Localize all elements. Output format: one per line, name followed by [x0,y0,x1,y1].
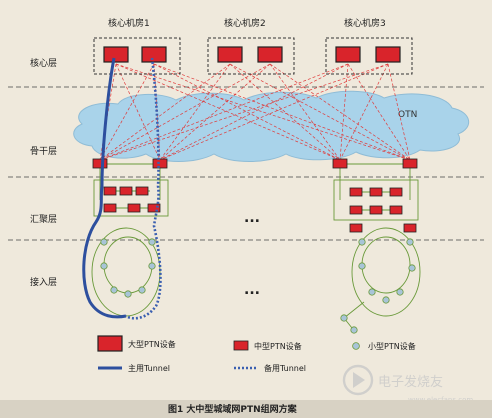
small-ptn-device [148,262,156,270]
medium-ptn-device [349,223,363,233]
small-ptn-device [124,290,132,298]
medium-ptn-device [135,186,149,196]
medium-ptn-device [92,158,108,169]
layer-separators [8,86,484,241]
large-ptn-device [103,46,129,63]
right-cluster [332,158,421,334]
core-room-1: 核心机房1 [93,17,181,75]
small-ptn-device [382,296,390,304]
core-backbone-mesh [99,63,411,161]
medium-ptn-device [103,203,117,213]
layer-label-aggregation: 汇聚层 [30,214,57,225]
small-ptn-device [408,264,416,272]
small-ptn-device [358,238,366,246]
left-cluster [82,57,169,320]
room-label-2: 核心机房2 [224,17,266,29]
room-label-3: 核心机房3 [344,17,386,29]
large-ptn-device [217,46,243,63]
medium-ptn-device [332,158,348,169]
medium-ptn-device [369,205,383,215]
large-ptn-device [375,46,401,63]
figure-caption: 图1 大中型城域网PTN组网方案 [168,403,298,415]
core-room-2: 核心机房2 [207,17,295,75]
legend-backup-label: 备用Tunnel [264,363,306,373]
legend: 大型PTN设备 中型PTN设备 小型PTN设备 主用Tunnel 备用Tunne… [97,335,416,373]
legend-large-label: 大型PTN设备 [128,339,176,349]
caption-bar [0,400,492,418]
small-ptn-device [138,286,146,294]
core-room-3: 核心机房3 [325,17,413,75]
medium-ptn-device [119,186,133,196]
small-ptn-device [396,288,404,296]
medium-ptn-device [369,187,383,197]
medium-ptn-device [403,223,417,233]
ellipsis-aggregation: ... [244,210,260,226]
small-ptn-device [100,262,108,270]
medium-ptn-device [127,203,141,213]
primary-tunnel-path [82,57,127,319]
medium-ptn-device [349,187,363,197]
watermark: 电子发烧友 www.elecfans.com [342,364,473,404]
small-ptn-device [358,262,366,270]
layer-label-backbone: 骨干层 [30,146,57,157]
large-ptn-device [141,46,167,63]
small-ptn-device [406,238,414,246]
medium-ptn-device [147,203,161,213]
small-ptn-device [110,286,118,294]
legend-large-swatch [97,335,123,352]
small-ptn-device [340,314,348,322]
legend-primary-label: 主用Tunnel [128,363,170,373]
legend-medium-label: 中型PTN设备 [254,341,302,351]
watermark-text: 电子发烧友 [378,374,443,390]
legend-medium-swatch [233,340,249,351]
medium-ptn-device [152,158,168,169]
medium-ptn-device [349,205,363,215]
layer-label-core: 核心层 [30,57,57,69]
small-ptn-device [350,326,358,334]
backup-tunnel-path [125,57,162,320]
large-ptn-device [257,46,283,63]
legend-small-swatch [352,342,360,350]
medium-ptn-device [402,158,418,169]
legend-small-label: 小型PTN设备 [368,341,416,351]
layer-label-access: 接入层 [30,276,57,288]
ellipsis-access: ... [244,282,260,298]
small-ptn-device [100,238,108,246]
medium-ptn-device [389,205,403,215]
small-ptn-device [368,288,376,296]
room-label-1: 核心机房1 [108,17,150,29]
small-ptn-device [148,238,156,246]
medium-ptn-device [389,187,403,197]
medium-ptn-device [103,186,117,196]
large-ptn-device [335,46,361,63]
otn-label: OTN [398,110,417,120]
